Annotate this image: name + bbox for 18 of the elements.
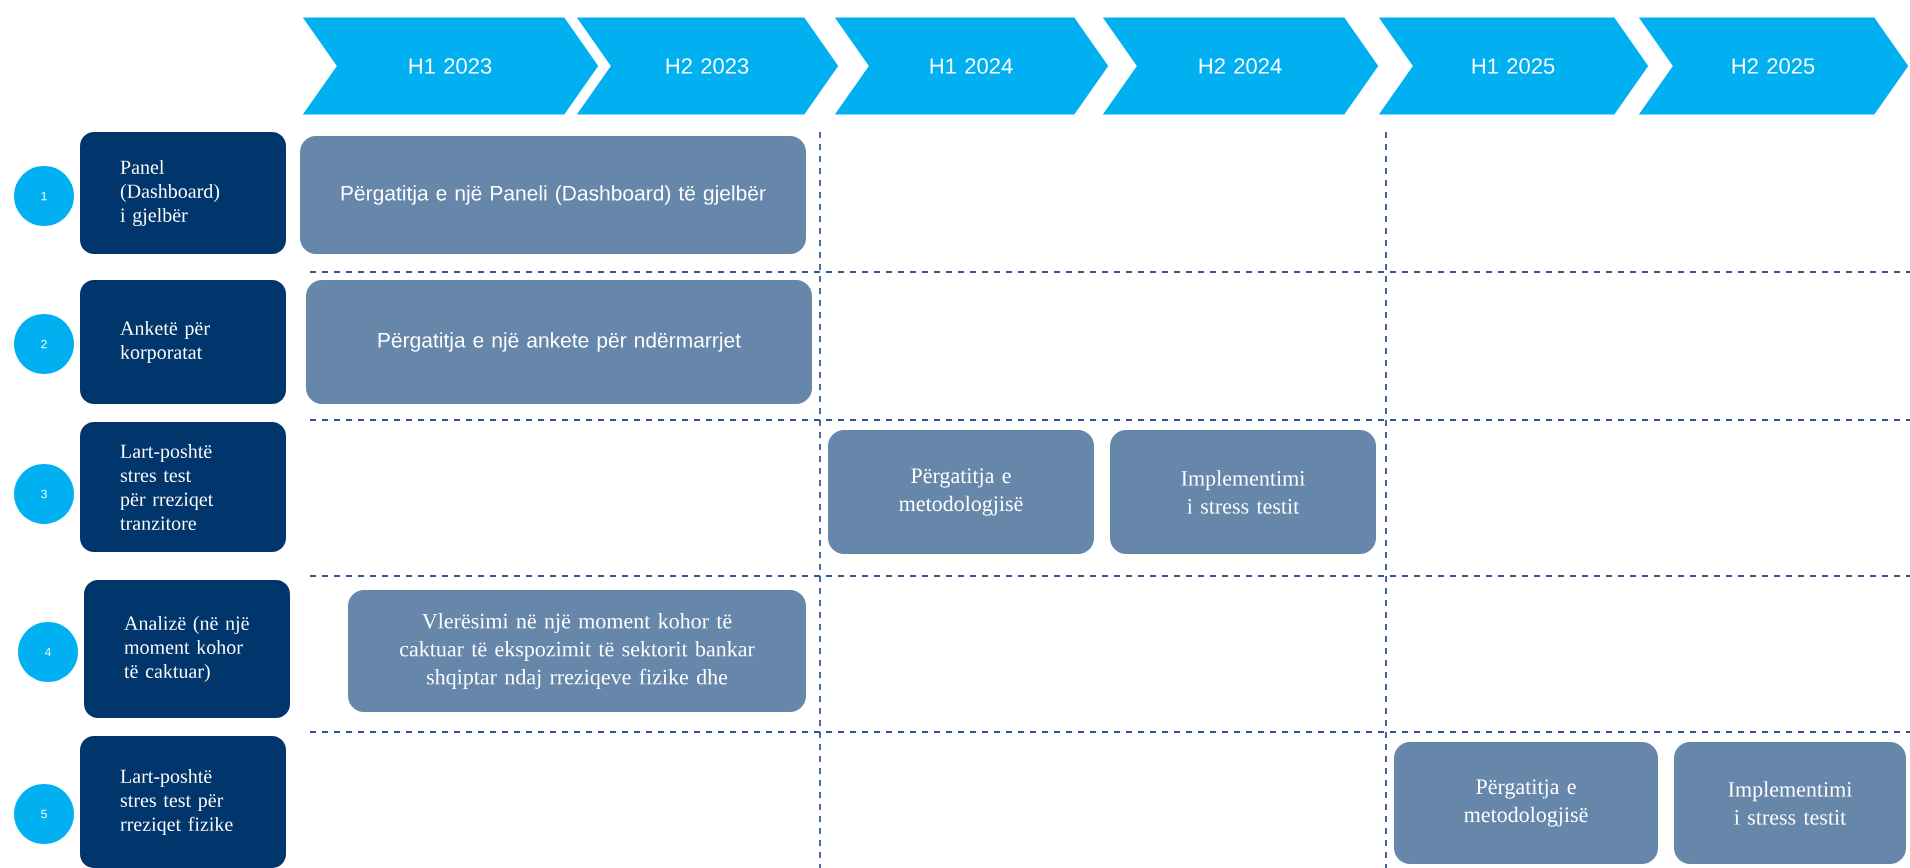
- task-box: Implementimi i stress testit: [1110, 430, 1376, 554]
- task-box: Përgatitja e metodologjisë: [1394, 742, 1658, 864]
- period-banner: H2 2025: [1633, 14, 1910, 118]
- task-box: Përgatitja e një ankete për ndërmarrjet: [306, 280, 812, 404]
- period-banner: H1 2024: [829, 14, 1112, 118]
- topic-box: Panel (Dashboard) i gjelbër: [80, 132, 286, 254]
- period-banner: H1 2023: [297, 14, 602, 118]
- task-box: Implementimi i stress testit: [1674, 742, 1907, 864]
- task-box: Përgatitja e një Paneli (Dashboard) të gjelbër: [300, 136, 806, 254]
- task-box: Vlerësimi në një moment kohor të caktuar të ekspozimit të sektorit bankar shqiptar ndaj rreziqeve fizike dhe: [348, 590, 806, 712]
- topic-box: Anketë për korporatat: [80, 280, 286, 404]
- period-banner: H2 2023: [571, 14, 842, 118]
- task-box: Përgatitja e metodologjisë: [828, 430, 1094, 554]
- topic-box: Lart-poshtë stres test për rreziqet fizike: [80, 736, 286, 868]
- period-banner: H2 2024: [1097, 14, 1382, 118]
- topic-box: Analizë (në një moment kohor të caktuar): [84, 580, 290, 718]
- topic-box: Lart-poshtë stres test për rreziqet tranzitore: [80, 422, 286, 552]
- period-banner: H1 2025: [1373, 14, 1652, 118]
